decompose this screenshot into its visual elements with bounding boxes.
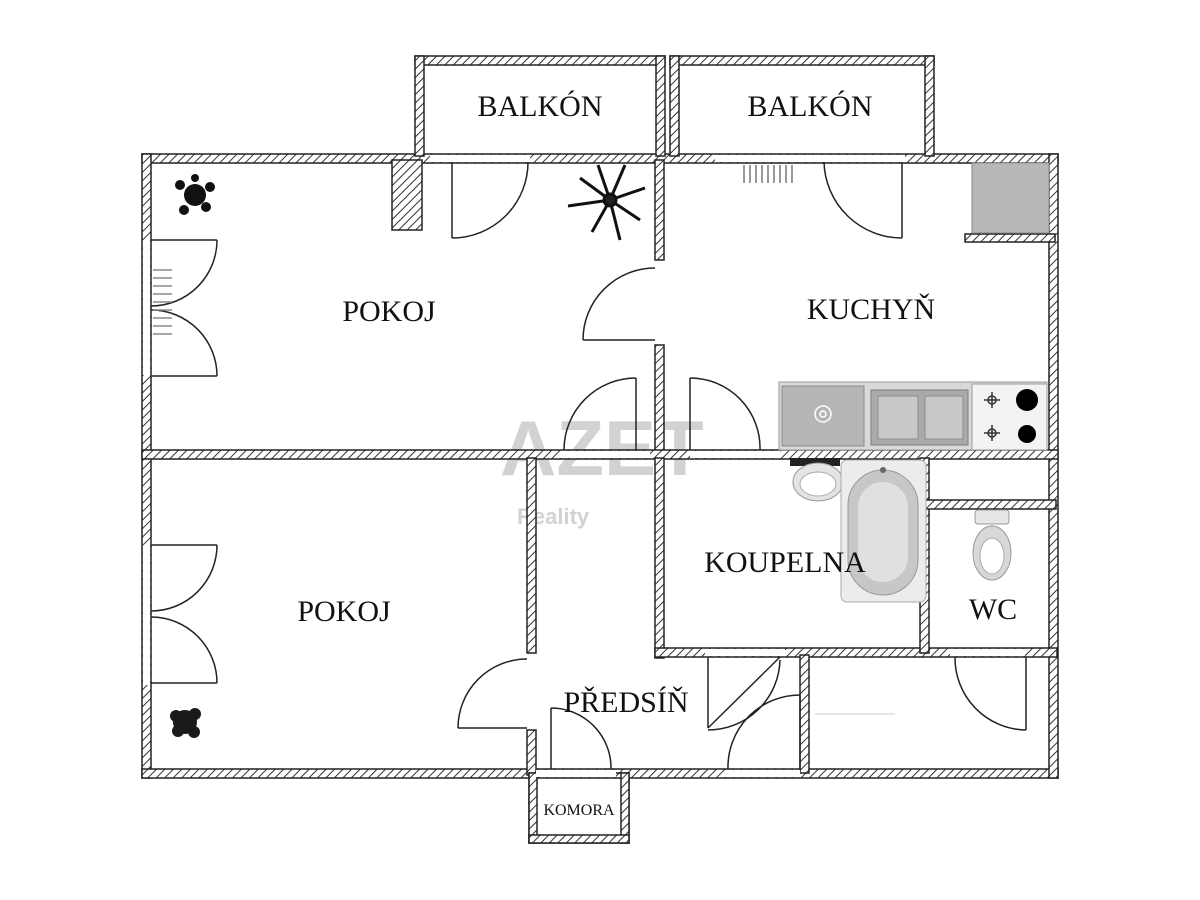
kitchen-corner-cabinet — [971, 162, 1050, 234]
sink-drain-icon — [814, 405, 832, 423]
wall-wc-top — [919, 499, 1057, 510]
wall-room-kitchen-bottom — [654, 344, 665, 456]
wall-bath-left — [654, 457, 665, 659]
balcony-right-right — [924, 55, 935, 157]
wall-room-hall-top — [526, 457, 537, 654]
plant-bush-icon — [170, 708, 201, 738]
burner-icon — [1018, 425, 1036, 443]
burner-icon — [1016, 389, 1038, 411]
wall-room-hall-bottom — [526, 729, 537, 776]
door-corridor — [727, 694, 801, 770]
doors — [150, 161, 1027, 770]
balcony-left-right — [655, 55, 666, 157]
balcony-left-top — [414, 55, 666, 66]
burner-small-icon — [984, 392, 1000, 441]
toilet — [972, 509, 1012, 581]
label-balcony-left: BALKÓN — [478, 90, 603, 123]
wall-top — [141, 153, 1059, 164]
window-left-lower — [150, 544, 218, 684]
balcony-left-left — [414, 55, 425, 157]
label-room-upper: POKOJ — [342, 295, 436, 328]
label-kitchen: KUCHYŇ — [807, 293, 935, 326]
pantry-bottom — [528, 834, 630, 844]
plant-small-icon — [175, 174, 215, 215]
room-labels: BALKÓN BALKÓN POKOJ KUCHYŇ POKOJ KOUPELN… — [297, 90, 1017, 819]
door-kitchen — [689, 377, 761, 451]
pantry-right — [620, 772, 630, 844]
door-pantry — [550, 707, 612, 770]
door-upper-room — [563, 377, 637, 451]
label-pantry: KOMORA — [543, 802, 615, 819]
door-lower-room — [457, 658, 528, 729]
door-room-kitchen-side — [582, 267, 656, 341]
openings — [143, 155, 1025, 777]
balcony-right-left — [669, 55, 680, 157]
label-balcony-right: BALKÓN — [748, 90, 873, 123]
window-left-upper — [150, 239, 218, 377]
radiator-room — [153, 269, 172, 335]
label-wc: WC — [969, 593, 1017, 626]
pantry-left — [528, 772, 538, 844]
column — [391, 159, 423, 231]
plant-icon — [567, 164, 646, 241]
kitchen-sink-left — [781, 385, 865, 447]
balcony-right-top — [669, 55, 935, 66]
door-balcony-right — [823, 161, 903, 239]
door-balcony-left — [451, 161, 529, 239]
door-bathroom — [707, 656, 781, 731]
wall-right — [1048, 153, 1059, 779]
radiator-kitchen — [743, 165, 793, 183]
label-room-lower: POKOJ — [297, 595, 391, 628]
label-hallway: PŘEDSÍŇ — [563, 686, 688, 719]
wall-bath-bottom — [654, 647, 1058, 658]
door-wc — [954, 656, 1027, 731]
label-bathroom: KOUPELNA — [704, 546, 866, 579]
wall-corridor — [799, 654, 810, 774]
fixtures — [153, 162, 1050, 738]
wall-kitchen-corner — [964, 233, 1056, 243]
wall-room-kitchen-top — [654, 159, 665, 261]
